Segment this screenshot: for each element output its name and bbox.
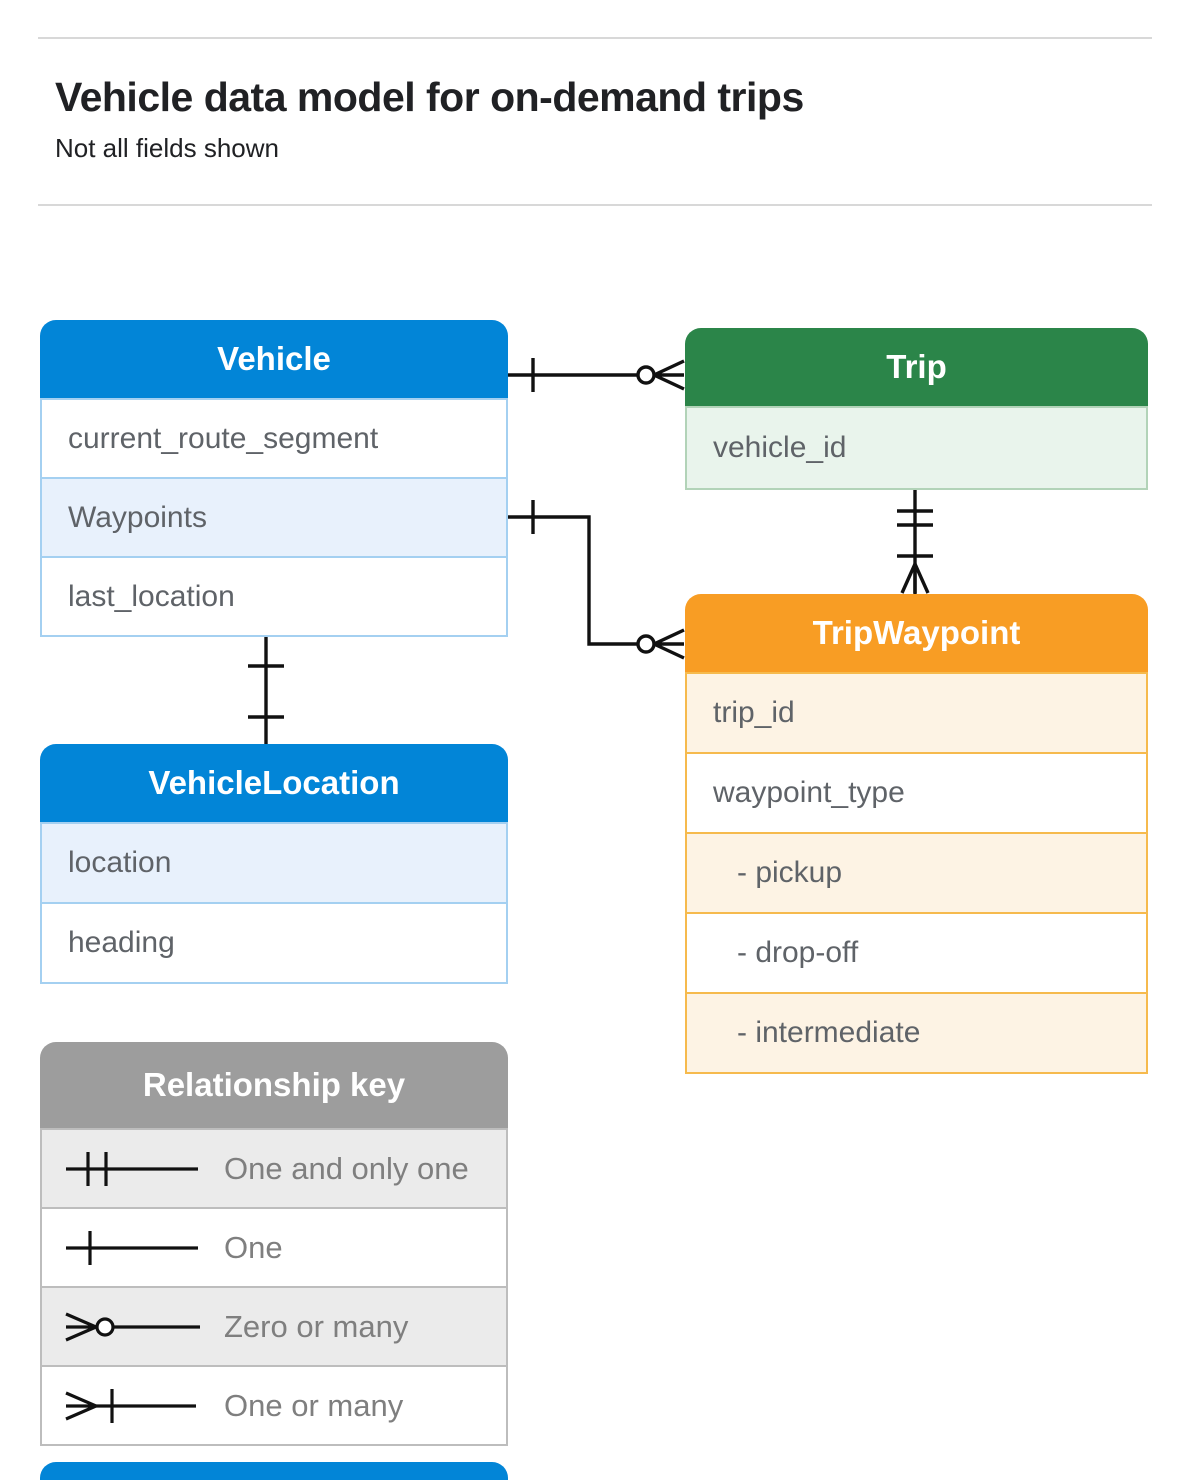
header-divider	[38, 204, 1152, 206]
legend-label: One or many	[224, 1388, 404, 1423]
entity-table-tripwaypoint: TripWaypoint trip_id waypoint_type - pic…	[685, 594, 1148, 1074]
top-divider	[38, 37, 1152, 39]
connector-waypoints-tripwaypoint	[508, 500, 685, 660]
field-row: current_route_segment	[42, 398, 506, 477]
relationship-key-body: One and only one One Zero or many	[40, 1128, 508, 1446]
field-row: last_location	[42, 556, 506, 635]
field-row: vehicle_id	[687, 406, 1146, 488]
one-or-many-icon	[65, 1388, 196, 1423]
table-header-vehiclelocation: VehicleLocation	[40, 744, 508, 822]
field-row: heading	[42, 902, 506, 982]
table-body-trip: vehicle_id	[685, 406, 1148, 490]
field-row-enum-value: - drop-off	[687, 912, 1146, 992]
connector-trip-tripwaypoint	[897, 489, 933, 594]
legend-label: One	[224, 1230, 283, 1265]
table-header-vehicle: Vehicle	[40, 320, 508, 398]
field-row: location	[42, 822, 506, 902]
page-title: Vehicle data model for on-demand trips	[55, 74, 804, 120]
legend-item: One	[42, 1207, 506, 1286]
connector-vehicle-vehiclelocation	[248, 634, 284, 744]
legend-label: One and only one	[224, 1151, 469, 1186]
one-and-only-one-icon	[66, 1151, 198, 1186]
page-subtitle: Not all fields shown	[55, 133, 279, 163]
cutoff-table-header	[40, 1462, 508, 1480]
legend-item: One or many	[42, 1365, 506, 1444]
legend-label: Zero or many	[224, 1309, 409, 1344]
one-icon	[66, 1230, 198, 1265]
table-header-trip: Trip	[685, 328, 1148, 406]
field-row: waypoint_type	[687, 752, 1146, 832]
table-body-vehicle: current_route_segment Waypoints last_loc…	[40, 398, 508, 637]
connector-vehicle-trip	[508, 358, 685, 392]
field-row-enum-value: - intermediate	[687, 992, 1146, 1072]
field-row: Waypoints	[42, 477, 506, 556]
entity-table-vehicle: Vehicle current_route_segment Waypoints …	[40, 320, 508, 637]
table-body-vehiclelocation: location heading	[40, 822, 508, 984]
entity-table-vehiclelocation: VehicleLocation location heading	[40, 744, 508, 984]
field-row-enum-value: - pickup	[687, 832, 1146, 912]
relationship-key: Relationship key One and only one One	[40, 1042, 508, 1446]
zero-or-many-icon	[65, 1312, 200, 1341]
table-header-tripwaypoint: TripWaypoint	[685, 594, 1148, 672]
field-row: trip_id	[687, 672, 1146, 752]
relationship-key-header: Relationship key	[40, 1042, 508, 1128]
legend-item: Zero or many	[42, 1286, 506, 1365]
entity-table-trip: Trip vehicle_id	[685, 328, 1148, 490]
legend-item: One and only one	[42, 1128, 506, 1207]
table-body-tripwaypoint: trip_id waypoint_type - pickup - drop-of…	[685, 672, 1148, 1074]
